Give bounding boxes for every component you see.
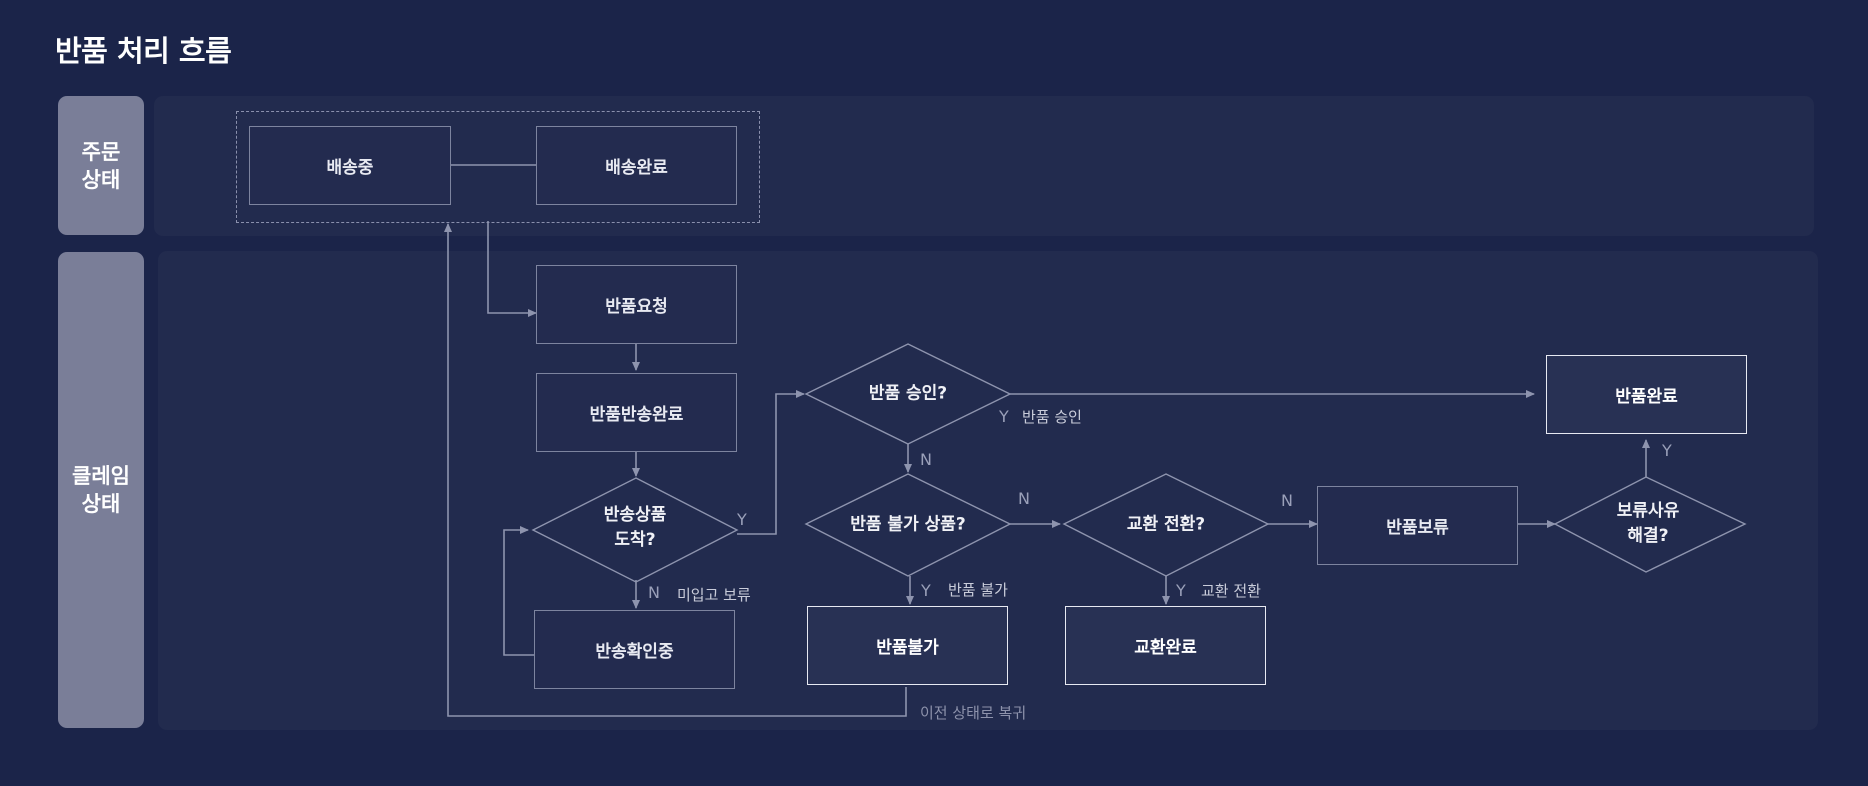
label-arrived-yes: Y	[737, 510, 747, 529]
lane-label-order: 주문 상태	[58, 96, 144, 235]
order-status-group-frame	[236, 111, 760, 223]
edge-rejected-revert	[444, 223, 907, 717]
label-approve-yes: Y	[999, 407, 1009, 426]
node-shipping[interactable]: 배송중	[249, 126, 451, 205]
label-hold-resolved-yes: Y	[1662, 441, 1672, 460]
decision-exchange	[1062, 473, 1270, 577]
decision-arrived-text[interactable]: 반송상품 도착?	[603, 505, 667, 550]
label-exchange-text: 교환 전환	[1201, 582, 1261, 600]
label-exchange-yes: Y	[1176, 581, 1186, 600]
node-exchange-complete[interactable]: 교환완료	[1065, 606, 1266, 685]
node-return-rejected[interactable]: 반품불가	[807, 606, 1008, 685]
edge-arrived-yes-to-approve	[737, 390, 805, 535]
label-approve-no: N	[920, 450, 932, 469]
decision-arrived	[531, 477, 739, 583]
lane-label-claim: 클레임 상태	[58, 252, 144, 728]
label-arrived-no: N	[648, 583, 660, 602]
node-checking[interactable]: 반송확인중	[534, 610, 735, 689]
node-return-shipped[interactable]: 반품반송완료	[536, 373, 737, 452]
node-return-complete[interactable]: 반품완료	[1546, 355, 1747, 434]
edge-checking-loop	[503, 526, 535, 656]
page-title: 반품 처리 흐름	[55, 34, 232, 68]
label-not-in-stock-hold: 미입고 보류	[677, 586, 751, 604]
node-delivered[interactable]: 배송완료	[536, 126, 737, 205]
decision-hold-resolved-text[interactable]: 보류사유 해결?	[1616, 501, 1680, 546]
label-not-returnable-no: N	[1018, 489, 1030, 508]
node-hold[interactable]: 반품보류	[1317, 486, 1518, 565]
decision-hold-resolved	[1553, 476, 1747, 573]
decision-not-returnable-text[interactable]: 반품 불가 상품?	[850, 514, 966, 535]
edge-to-return-request	[487, 221, 537, 317]
label-exchange-no: N	[1281, 491, 1293, 510]
decision-approve	[804, 343, 1012, 445]
label-revert-text: 이전 상태로 복귀	[920, 704, 1027, 722]
decision-exchange-text[interactable]: 교환 전환?	[1126, 514, 1206, 535]
label-approve-text: 반품 승인	[1022, 408, 1082, 426]
node-return-request[interactable]: 반품요청	[536, 265, 737, 344]
decision-approve-text[interactable]: 반품 승인?	[868, 383, 948, 404]
label-reject-text: 반품 불가	[948, 581, 1008, 599]
label-not-returnable-yes: Y	[921, 581, 931, 600]
decision-not-returnable	[804, 473, 1012, 577]
